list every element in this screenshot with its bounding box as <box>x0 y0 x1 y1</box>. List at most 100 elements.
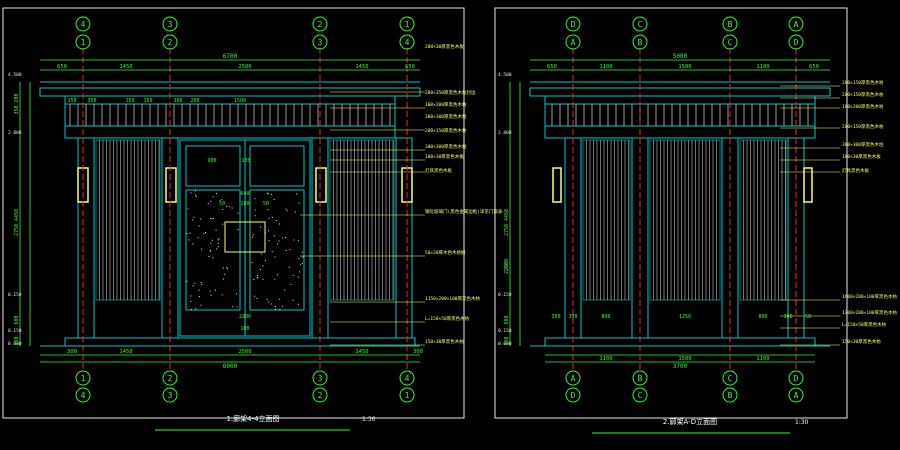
axis-bubble-label: B <box>638 38 643 47</box>
hatch-dot <box>212 257 214 259</box>
axis-bubble <box>565 16 581 32</box>
axis-bubble <box>75 16 91 32</box>
hatch-dot <box>237 228 239 230</box>
axis-bubble-label: 1 <box>405 391 410 400</box>
hatch-dot <box>270 303 272 305</box>
hatch-dot <box>273 235 275 237</box>
dimension-label: 1500 <box>678 356 691 362</box>
hatch-dot <box>200 281 202 283</box>
panel-dimension-label: 800 <box>601 314 610 320</box>
dimension-label: 650 <box>809 64 819 70</box>
axis-bubble-label: C <box>638 391 643 400</box>
axis-bubble-label: D <box>571 391 576 400</box>
hatch-dot <box>285 208 287 210</box>
hatch-dot <box>186 233 188 235</box>
hatch-dot <box>198 225 200 227</box>
hatch-dot <box>198 296 200 298</box>
axis-bubble-label: A <box>794 391 799 400</box>
axis-bubble-label: 4 <box>81 391 86 400</box>
annotation-note: 200×150厚黑色木枋 <box>842 123 884 130</box>
dimension-label: 300 <box>413 349 423 355</box>
axis-bubble <box>162 16 178 32</box>
axis-bubble <box>75 387 91 403</box>
left-drawing-scale: 1:30 <box>362 416 376 423</box>
hatch-dot <box>274 278 276 280</box>
axis-bubble-label: 4 <box>405 38 410 47</box>
axis-bubble <box>788 370 804 386</box>
dimension-label: 1100 <box>756 356 769 362</box>
hatch-dot <box>281 305 283 307</box>
hatch-dot <box>234 221 236 223</box>
hatch-dot <box>217 239 219 241</box>
axis-bubble-label: D <box>794 374 799 383</box>
hatch-dot <box>207 203 209 205</box>
hatch-dot <box>271 251 273 253</box>
axis-bubble <box>312 34 328 50</box>
dimension-label: 300 <box>67 349 77 355</box>
left-dim-bottom-overall: 6000 <box>223 363 238 370</box>
annotation-note: 钢化玻璃门(黑色金属边框)详见门窗表 <box>425 208 503 215</box>
hatch-dot <box>292 299 294 301</box>
hatch-dot <box>190 295 192 297</box>
hatch-dot <box>273 199 275 201</box>
axis-bubble-label: 2 <box>318 391 323 400</box>
hatch-dot <box>279 298 281 300</box>
height-dimension-label: 600 <box>504 315 510 324</box>
hatch-dot <box>299 264 301 266</box>
hatch-dot <box>217 246 219 248</box>
axis-bubble <box>162 34 178 50</box>
annotation-note: L=150×50厚黑色木枋 <box>842 321 887 328</box>
panel-dimension-label: 300 <box>783 314 792 320</box>
axis-bubble <box>312 370 328 386</box>
door-dimension-label: 640 <box>240 191 249 197</box>
door-dimension-label: 50 <box>219 201 225 207</box>
hatch-dot <box>210 200 212 202</box>
hatch-dot <box>189 232 191 234</box>
hatch-dot <box>268 217 270 219</box>
hatch-dot <box>210 294 212 296</box>
right-dim-overall: 5000 <box>673 53 688 60</box>
beam-dimension-label: 150 <box>67 98 76 104</box>
dimension-label: 1100 <box>599 356 612 362</box>
left-slat-panels <box>95 139 395 301</box>
hatch-dot <box>274 256 276 258</box>
right-sheet-frame <box>494 7 848 419</box>
hatch-dot <box>208 256 210 258</box>
hatch-dot <box>223 278 225 280</box>
hatch-dot <box>285 249 287 251</box>
hatch-dot <box>254 215 256 217</box>
axis-bubble <box>312 387 328 403</box>
hatch-dot <box>293 239 295 241</box>
hatch-dot <box>262 278 264 280</box>
axis-bubble <box>399 16 415 32</box>
dimension-label: 1100 <box>599 64 612 70</box>
panel-dimension-label: 300 <box>568 314 577 320</box>
axis-bubble-label: 3 <box>318 374 323 383</box>
axis-bubble <box>565 370 581 386</box>
hatch-dot <box>194 282 196 284</box>
axis-bubble-label: 2 <box>168 374 173 383</box>
left-annotation-notes: 200×30厚黑色木板200×350厚黑色木板封边100×200厚黑色木枋300… <box>425 43 503 345</box>
beam-dimension-label: 350 <box>87 98 96 104</box>
hatch-dot <box>298 202 300 204</box>
hatch-dot <box>221 199 223 201</box>
elevation-mark: 2.800 <box>498 130 512 136</box>
dimension-label: 1500 <box>678 64 691 70</box>
hatch-dot <box>254 209 256 211</box>
right-annotation-notes: 200×150厚黑色木枋200×150厚黑色木枋100×200厚黑色木枋200×… <box>842 79 898 345</box>
hatch-dot <box>209 249 211 251</box>
height-dimension-label: 2200 <box>504 262 510 274</box>
dimension-label: 1450 <box>119 64 132 70</box>
hatch-dot <box>200 218 202 220</box>
axis-bubble <box>75 34 91 50</box>
hatch-dot <box>288 266 290 268</box>
dimension-label: 1450 <box>119 349 132 355</box>
height-dimension-label: 2500 <box>504 259 510 271</box>
hatch-dot <box>275 308 277 310</box>
axis-bubble <box>632 34 648 50</box>
